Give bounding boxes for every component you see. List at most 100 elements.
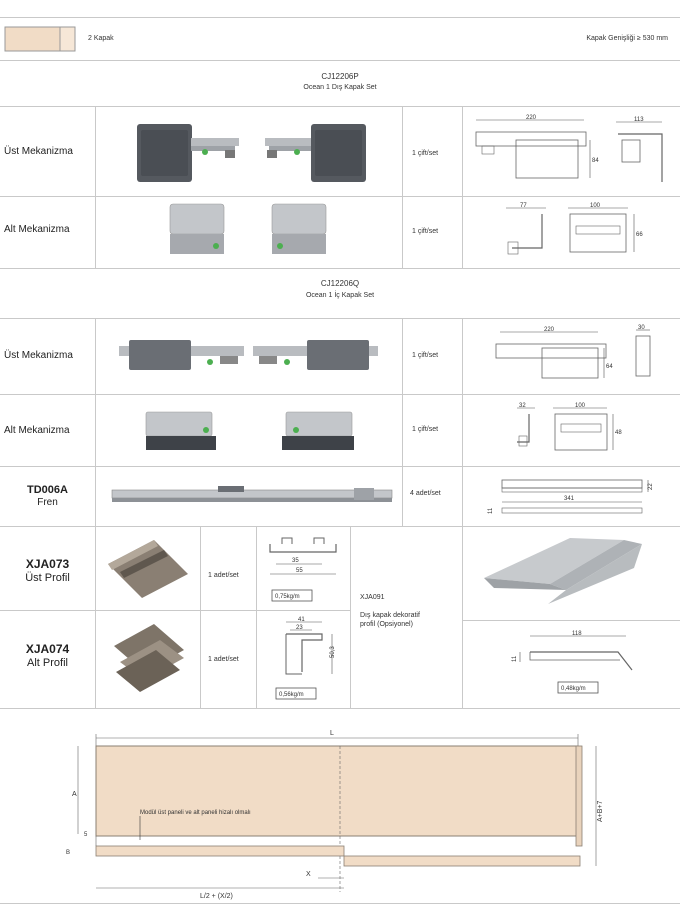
qty-label: 1 çift/set bbox=[412, 150, 439, 157]
dim-label: 55 bbox=[296, 568, 303, 574]
brake-code: TD006A bbox=[27, 484, 68, 496]
divider bbox=[0, 17, 680, 18]
divider bbox=[95, 526, 96, 708]
decorative-profile-drawing: 118 11 0,48kg/m bbox=[512, 631, 633, 694]
dim-X-label: X bbox=[306, 871, 311, 878]
decorative-profile-image bbox=[484, 538, 642, 604]
dim-label: 100 bbox=[575, 403, 586, 409]
row-label: Üst Mekanizma bbox=[4, 350, 73, 361]
divider bbox=[0, 268, 680, 269]
weight-label: 0,48kg/m bbox=[561, 686, 586, 692]
divider bbox=[256, 526, 257, 708]
upper-mechanism-image bbox=[137, 124, 366, 182]
dim-label: 50,3 bbox=[330, 646, 336, 658]
dim-label: 118 bbox=[572, 631, 582, 637]
alignment-note: Modül üst paneli ve alt paneli hizalı ol… bbox=[140, 810, 251, 816]
row-label: Alt Mekanizma bbox=[4, 425, 70, 436]
divider bbox=[0, 394, 680, 395]
dim-label: 66 bbox=[636, 232, 643, 238]
divider bbox=[0, 610, 350, 611]
upper-profile-image bbox=[108, 540, 188, 598]
brake-drawing: 22 341 11 bbox=[488, 479, 654, 514]
qty-label: 4 adet/set bbox=[410, 490, 441, 497]
dim-A-label: A bbox=[72, 791, 77, 798]
decorative-code: XJA091 bbox=[360, 594, 385, 601]
profile-name: Alt Profil bbox=[27, 657, 68, 669]
dim-5-label: 5 bbox=[84, 832, 88, 838]
set2-name: Ocean 1 İç Kapak Set bbox=[305, 292, 375, 299]
divider bbox=[0, 708, 680, 709]
set1-name: Ocean 1 Dış Kapak Set bbox=[303, 84, 377, 91]
divider bbox=[462, 526, 463, 708]
upper-mechanism-drawing: 220 84 113 bbox=[475, 115, 663, 182]
divider bbox=[0, 196, 680, 197]
dim-label: 48 bbox=[615, 430, 622, 436]
dim-B-label: B bbox=[66, 850, 70, 856]
decorative-desc: profil (Opsiyonel) bbox=[360, 621, 413, 628]
row-label: Alt Mekanizma bbox=[4, 224, 70, 235]
decorative-desc: Dış kapak dekoratif bbox=[360, 612, 420, 619]
weight-label: 0,75kg/m bbox=[275, 594, 300, 600]
dim-label: 41 bbox=[298, 617, 305, 623]
divider bbox=[0, 903, 680, 904]
divider bbox=[0, 318, 680, 319]
profile-code: XJA074 bbox=[25, 642, 70, 656]
divider bbox=[95, 318, 96, 526]
divider bbox=[0, 526, 680, 527]
brake-image bbox=[111, 486, 393, 502]
dim-label: 23 bbox=[296, 625, 303, 631]
qty-label: 1 çift/set bbox=[412, 228, 439, 235]
dim-label: 220 bbox=[526, 115, 537, 121]
profile-name: Üst Profil bbox=[25, 572, 70, 584]
dim-label: 64 bbox=[606, 364, 613, 370]
dim-label: 11 bbox=[512, 655, 518, 662]
divider bbox=[95, 196, 96, 268]
divider bbox=[462, 106, 463, 268]
door-width-note: Kapak Genişliği ≥ 530 mm bbox=[586, 35, 668, 42]
dim-bottom-label: L/2 + (X/2) bbox=[200, 893, 233, 900]
weight-label: 0,56kg/m bbox=[279, 692, 304, 698]
dim-label: 113 bbox=[634, 117, 644, 123]
dim-label: 11 bbox=[488, 507, 494, 514]
lower-mechanism-image bbox=[145, 411, 354, 450]
dim-right-label: A+B+7 bbox=[597, 800, 604, 822]
lower-mechanism-drawing: 77 100 66 bbox=[506, 203, 643, 255]
divider bbox=[462, 318, 463, 526]
upper-mechanism-image bbox=[119, 340, 378, 370]
set2-code: CJ12206Q bbox=[320, 279, 360, 288]
dim-label: 220 bbox=[544, 327, 555, 333]
door-count-label: 2 Kapak bbox=[88, 35, 114, 42]
dim-label: 30 bbox=[638, 325, 645, 331]
dim-label: 32 bbox=[519, 403, 526, 409]
divider bbox=[0, 466, 680, 467]
divider bbox=[402, 106, 403, 268]
divider bbox=[462, 620, 680, 621]
divider bbox=[200, 526, 201, 708]
profile-code: XJA073 bbox=[25, 557, 70, 571]
divider bbox=[95, 106, 96, 196]
dim-L-label: L bbox=[330, 730, 334, 737]
divider bbox=[402, 318, 403, 526]
divider bbox=[350, 526, 351, 708]
divider bbox=[0, 106, 680, 107]
qty-label: 1 çift/set bbox=[412, 426, 439, 433]
lower-mechanism-image bbox=[169, 203, 327, 254]
divider bbox=[0, 60, 680, 61]
dim-label: 77 bbox=[520, 203, 527, 209]
upper-mechanism-drawing: 220 64 30 bbox=[495, 325, 651, 379]
dim-label: 84 bbox=[592, 158, 599, 164]
dim-label: 35 bbox=[292, 558, 299, 564]
upper-profile-drawing: 35 55 0,75kg/m bbox=[269, 537, 337, 602]
qty-label: 1 çift/set bbox=[412, 352, 439, 359]
lower-profile-image bbox=[114, 624, 184, 692]
installation-diagram: L A 5 B A+B+7 Modül üst paneli ve alt pa… bbox=[66, 730, 604, 900]
brake-name: Fren bbox=[37, 497, 58, 508]
qty-label: 1 adet/set bbox=[208, 572, 239, 579]
row-label: Üst Mekanizma bbox=[4, 146, 73, 157]
dim-label: 100 bbox=[590, 203, 601, 209]
dim-label: 341 bbox=[564, 496, 575, 502]
door-panel-icon bbox=[4, 26, 76, 52]
qty-label: 1 adet/set bbox=[208, 656, 239, 663]
dim-label: 22 bbox=[648, 483, 654, 490]
lower-profile-drawing: 41 23 50,3 0,56kg/m bbox=[275, 617, 336, 700]
